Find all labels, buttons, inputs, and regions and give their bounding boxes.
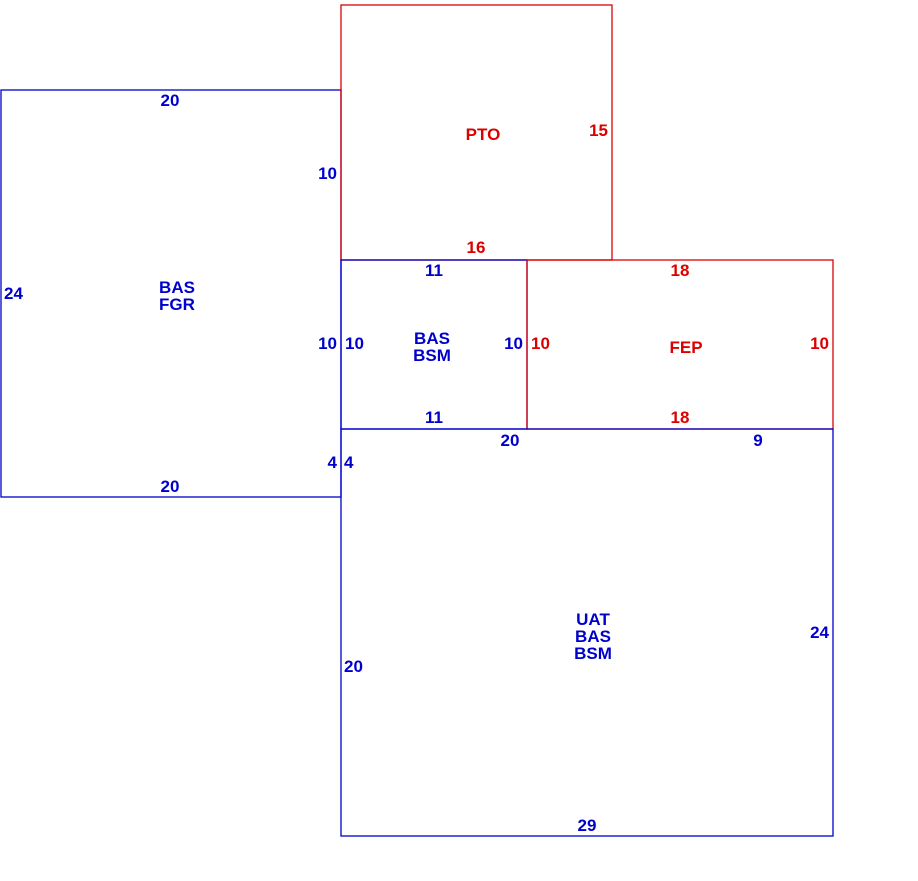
bas-fgr-label-line-2: FGR xyxy=(159,295,195,314)
uat-bas-bsm-label-line-3: BSM xyxy=(574,644,612,663)
bas-fgr-left-dimension: 24 xyxy=(4,284,23,303)
bas-fgr-label-line-1: BAS xyxy=(159,278,195,297)
pto-label: PTO xyxy=(466,125,501,144)
bas-fgr-right-middle-dimension: 10 xyxy=(318,334,337,353)
fep-left-dimension: 10 xyxy=(531,334,550,353)
pto-bottom-dimension: 16 xyxy=(467,238,486,257)
uat-bas-bsm-label-line-2: BAS xyxy=(575,627,611,646)
uat-bas-bsm-top-left-dimension: 20 xyxy=(501,431,520,450)
bas-bsm-right-dimension: 10 xyxy=(504,334,523,353)
uat-bas-bsm-outline xyxy=(340,428,834,837)
fep-right-dimension: 10 xyxy=(810,334,829,353)
bas-bsm-label-line-1: BAS xyxy=(414,329,450,348)
uat-bas-bsm-area: 20 9 4 20 24 29 UAT BAS BSM xyxy=(344,431,830,835)
bas-fgr-area: 20 20 24 10 10 4 BAS FGR xyxy=(4,91,338,496)
bas-bsm-label-line-2: BSM xyxy=(413,346,451,365)
fep-label: FEP xyxy=(669,338,702,357)
uat-bas-bsm-label-line-1: UAT xyxy=(576,610,610,629)
bas-bsm-top-dimension: 11 xyxy=(425,261,443,280)
uat-bas-bsm-top-right-dimension: 9 xyxy=(753,431,762,450)
bas-fgr-right-lower-dimension: 4 xyxy=(328,453,338,472)
bas-bsm-bottom-dimension: 11 xyxy=(425,408,443,427)
bas-bsm-left-dimension: 10 xyxy=(345,334,364,353)
uat-bas-bsm-bottom-dimension: 29 xyxy=(578,816,597,835)
bas-bsm-area: 11 11 10 10 BAS BSM xyxy=(345,261,523,427)
bas-fgr-right-upper-dimension: 10 xyxy=(318,164,337,183)
pto-right-dimension: 15 xyxy=(589,121,608,140)
uat-bas-bsm-left-dimension: 20 xyxy=(344,657,363,676)
bas-fgr-top-dimension: 20 xyxy=(161,91,180,110)
uat-bas-bsm-right-dimension: 24 xyxy=(810,623,829,642)
pto-area: PTO 15 16 xyxy=(466,121,608,257)
uat-bas-bsm-left-upper-dimension: 4 xyxy=(344,453,354,472)
fep-top-dimension: 18 xyxy=(671,261,690,280)
fep-bottom-dimension: 18 xyxy=(671,408,690,427)
fep-area: 18 18 10 10 FEP xyxy=(531,261,829,427)
bas-fgr-bottom-dimension: 20 xyxy=(161,477,180,496)
